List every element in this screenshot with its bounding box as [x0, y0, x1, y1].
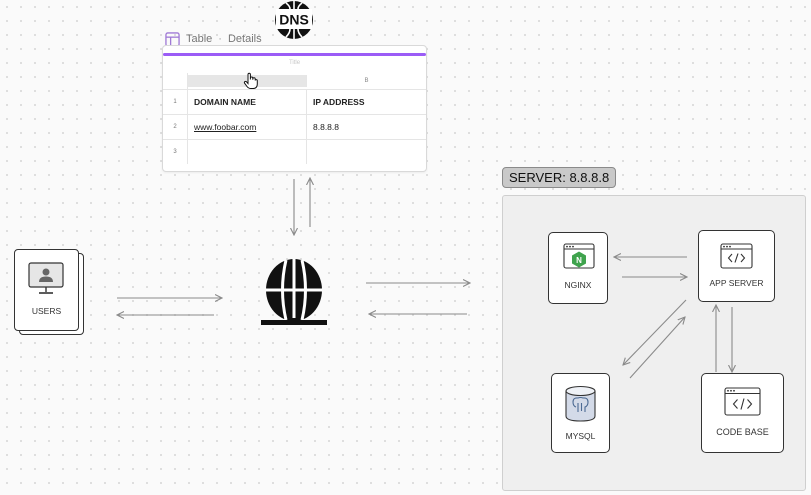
- table-grid: B 1 DOMAIN NAME IP ADDRESS 2 www.foobar.…: [163, 73, 426, 164]
- table-header-title: Table: [186, 33, 213, 45]
- cell-domain-name-header[interactable]: DOMAIN NAME: [188, 90, 307, 114]
- table-header-separator: ·: [218, 33, 222, 45]
- row-number: 1: [163, 90, 188, 114]
- nginx-node[interactable]: N NGINX: [548, 232, 608, 304]
- dns-globe-icon: DNS: [275, 1, 313, 39]
- table-row[interactable]: 1 DOMAIN NAME IP ADDRESS: [163, 89, 426, 114]
- hand-cursor-icon: [243, 72, 258, 89]
- column-header-b[interactable]: B: [364, 78, 369, 84]
- row-number: 2: [163, 115, 188, 139]
- internet-globe-icon: [261, 259, 327, 325]
- cell-domain[interactable]: www.foobar.com: [188, 115, 307, 139]
- row-number: 3: [163, 140, 188, 164]
- domain-link[interactable]: www.foobar.com: [194, 122, 257, 132]
- mysql-label: MYSQL: [565, 431, 596, 441]
- code-base-node[interactable]: CODE BASE: [701, 373, 784, 453]
- mysql-node[interactable]: MYSQL: [551, 373, 610, 453]
- app-server-node[interactable]: APP SERVER: [698, 230, 775, 302]
- column-header-row: B: [163, 73, 426, 89]
- dns-label: DNS: [279, 12, 309, 28]
- server-label: SERVER: 8.8.8.8: [502, 167, 617, 188]
- cell-ip-address-header[interactable]: IP ADDRESS: [313, 97, 365, 107]
- cell-empty-b[interactable]: [307, 140, 426, 164]
- database-icon: [565, 385, 596, 422]
- cell-ip[interactable]: 8.8.8.8: [313, 122, 339, 132]
- app-server-label: APP SERVER: [709, 278, 764, 288]
- users-node[interactable]: USERS: [14, 249, 79, 331]
- code-window-icon: [720, 243, 753, 269]
- corner-cell: [163, 73, 188, 89]
- table-row[interactable]: 3: [163, 139, 426, 164]
- table-header-subtitle: Details: [227, 33, 262, 45]
- cell-empty-a[interactable]: [188, 140, 307, 164]
- nginx-label: NGINX: [564, 280, 592, 290]
- table-row[interactable]: 2 www.foobar.com 8.8.8.8: [163, 114, 426, 139]
- users-label: USERS: [31, 306, 62, 316]
- sheet-title[interactable]: Title: [288, 60, 301, 66]
- svg-text:N: N: [576, 256, 582, 265]
- nginx-window-icon: N: [563, 243, 595, 269]
- table-accent-bar: [163, 53, 426, 56]
- code-base-label: CODE BASE: [716, 427, 769, 437]
- monitor-user-icon: [28, 262, 64, 294]
- dns-table[interactable]: Title B 1 DOMAIN NAME IP ADDRESS 2 www.f…: [162, 45, 427, 172]
- code-window-icon: [724, 387, 761, 416]
